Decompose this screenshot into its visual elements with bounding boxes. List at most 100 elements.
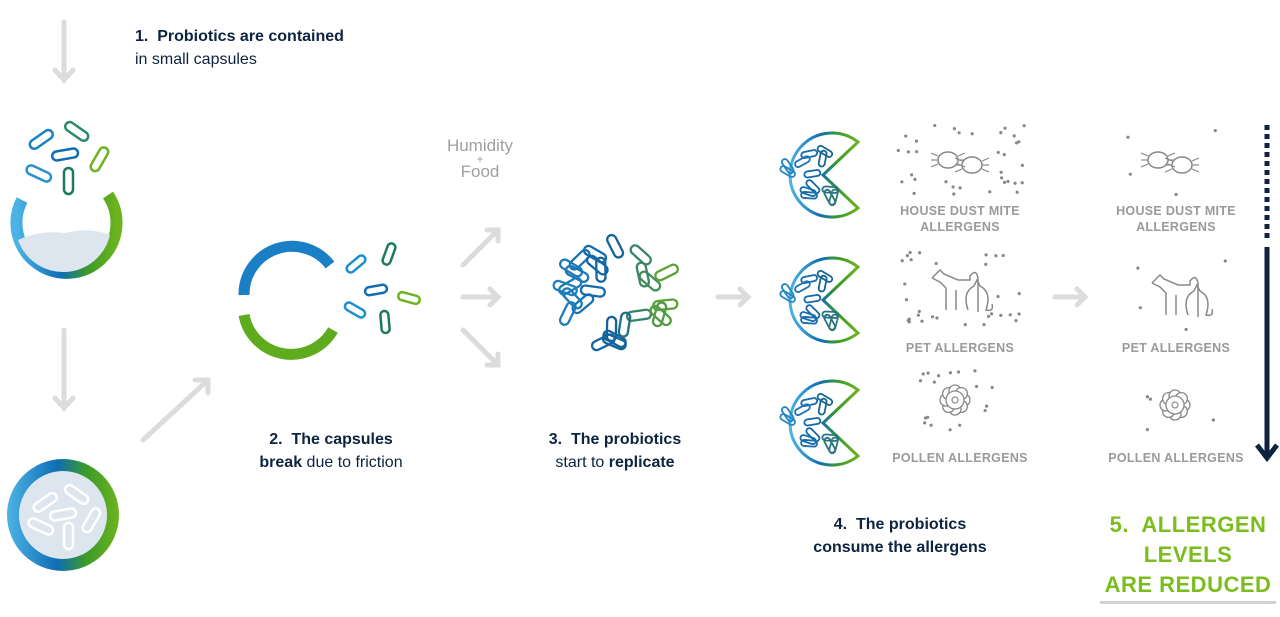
probiotic-cell [561,287,583,310]
arrow-right-3 [1052,286,1089,308]
conditions-label: Humidity + Food [430,136,530,180]
allergen-particle [921,372,925,376]
probiotic-cell [779,413,796,426]
allergen-particle [958,423,962,427]
probiotic-cell [781,406,795,423]
humidity-label: Humidity [446,136,514,155]
probiotic-cell [781,158,795,175]
probiotic-cell [794,280,811,293]
step2-caption: 2. The capsules break due to friction [226,428,436,474]
allergen-particle [1128,172,1132,176]
probiotic-cell [558,276,583,296]
allergen-particle [1001,253,1005,258]
allergen-particle [920,319,924,323]
allergen-particle [910,173,914,177]
pet-icon [1136,259,1227,332]
allergen-particle [957,131,961,135]
allergen-particle [948,428,952,432]
eater-outline [788,131,861,219]
allergen-particle [1012,134,1016,138]
allergen-particle [951,185,955,189]
step4-subtitle: consume the allergens [813,539,987,556]
step5-number: 5. [1109,512,1129,537]
step1-title: Probiotics are contained [157,28,344,45]
probiotic-cell [828,436,839,455]
allergen-particle [1020,181,1024,185]
probiotic-cell [617,311,632,338]
label-line2: ALLERGENS [1136,220,1216,234]
label-line1: HOUSE DUST MITE [1116,204,1236,218]
allergen-particle [1006,179,1010,184]
allergen-particle [935,316,939,320]
allergen-particle [900,180,904,184]
probiotic-cell [585,254,609,276]
allergen-particle [994,254,998,258]
allergen-particle [908,250,912,255]
allergen-particle [915,150,919,154]
step4-number: 4. [833,516,848,533]
allergen-particle [906,150,910,154]
step4-title: The probiotics [856,516,967,533]
allergen-particle [903,282,907,286]
probiotic-cell [817,149,828,168]
probiotic-cell [800,316,818,325]
allergen-particle [900,259,904,263]
mite-body [937,151,959,169]
probiotic-cell [582,244,608,264]
allergen-particle [914,139,919,143]
allergen-particle [986,314,991,318]
probiotic-cell [800,191,818,200]
probiotic-cell [816,144,834,158]
step5-caption: 5. ALLERGEN LEVELS ARE REDUCED [1096,510,1280,600]
probiotic-cell [654,263,680,282]
allergen-particle [930,315,935,319]
allergen-particle [909,258,913,262]
allergen-particle [905,253,909,258]
allergen-particle [926,371,930,375]
step2-number: 2. [269,431,283,448]
allergen-particle [929,423,933,427]
allergen-label-pet-before: PET ALLERGENS [905,341,1015,355]
allergen-particle [999,170,1003,174]
probiotic-cell [781,283,795,300]
mite-body [1171,156,1193,174]
probiotic-cell [568,248,591,271]
allergen-particle [1017,291,1021,296]
step2-bold: break [259,454,303,471]
open-capsule-icon [10,120,123,279]
probiotic-cell [803,169,822,179]
probiotic-cell [590,333,616,352]
allergen-particle [948,371,953,375]
allergen-particle [989,312,994,316]
probiotic-cell [828,188,839,207]
allergen-particle [1003,126,1007,130]
arrow-right-2 [715,286,752,308]
arrow-up-right [460,227,501,268]
allergen-particle [904,134,908,138]
allergen-label-dust-after: HOUSE DUST MITE ALLERGENS [1096,203,1256,235]
allergen-particle [934,261,938,266]
probiotic-cell [558,301,577,326]
step5-line3: ARE REDUCED [1104,572,1272,597]
step3-normal: start to [555,454,605,471]
allergen-particle [1022,124,1026,128]
probiotic-cell [817,274,828,293]
probiotic-cell [828,313,839,332]
allergen-particle [1014,141,1019,145]
arrow-right-mid [460,286,502,308]
probiotic-cell [651,301,668,328]
allergen-particle [923,416,928,420]
allergen-label-pollen-before: POLLEN ALLERGENS [892,451,1028,465]
allergen-particle [1223,259,1227,263]
allergen-particle [918,379,923,383]
allergen-particle [999,131,1003,135]
probiotic-cell [635,261,651,288]
step2-title: The capsules [291,431,393,448]
probiotic-cell [803,417,822,427]
allergen-particle [1017,312,1021,316]
allergen-particle [952,127,956,131]
allergen-particle [937,374,941,378]
step5-line2: LEVELS [1143,542,1233,567]
allergen-particle [923,421,927,425]
arrow-diag-1 [140,377,211,443]
